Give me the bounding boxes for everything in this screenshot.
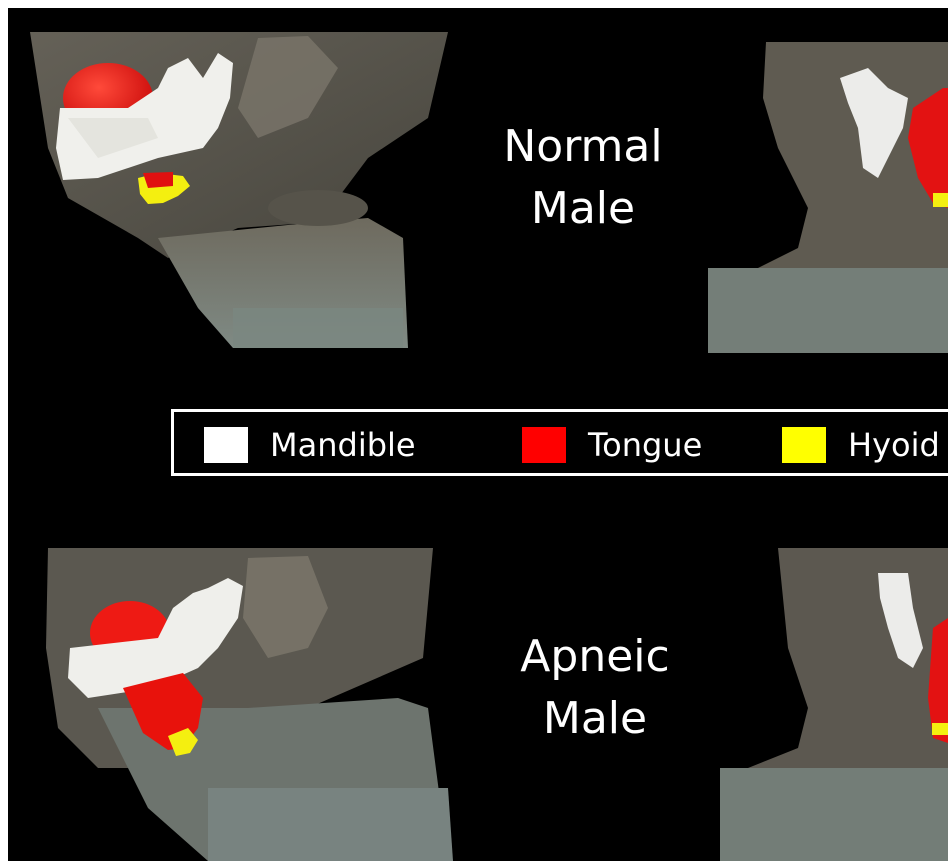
- hyoid-swatch-icon: [782, 427, 826, 463]
- caption-apneic-line1: Apneic: [490, 626, 700, 688]
- legend-label-tongue: Tongue: [588, 426, 702, 464]
- legend-label-mandible: Mandible: [270, 426, 416, 464]
- legend-label-hyoid: Hyoid: [848, 426, 940, 464]
- figure-frame: Normal Male Apneic Male Mandible Tongue …: [8, 8, 948, 861]
- legend-item-hyoid: Hyoid: [782, 428, 940, 462]
- tongue-swatch-icon: [522, 427, 566, 463]
- mandible-swatch-icon: [204, 427, 248, 463]
- caption-normal-male: Normal Male: [478, 116, 688, 240]
- legend-box: Mandible Tongue Hyoid: [171, 409, 948, 476]
- caption-apneic-male: Apneic Male: [490, 626, 700, 750]
- caption-apneic-line2: Male: [490, 688, 700, 750]
- caption-normal-line1: Normal: [478, 116, 688, 178]
- neck-block-apneic-right: [720, 768, 948, 861]
- caption-normal-line2: Male: [478, 178, 688, 240]
- hyoid-shape-apneic-right: [932, 723, 948, 735]
- legend-item-tongue: Tongue: [522, 428, 702, 462]
- legend-item-mandible: Mandible: [204, 428, 416, 462]
